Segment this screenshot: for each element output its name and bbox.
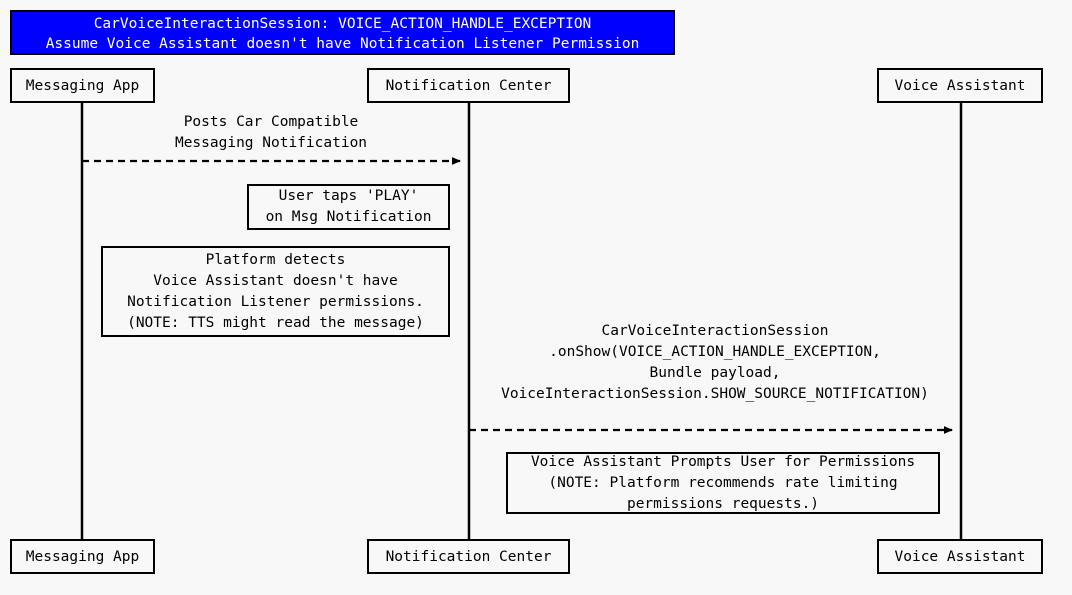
participant-head-voice-assistant-label: Voice Assistant <box>894 77 1026 94</box>
note-platform-detects-line-3: Notification Listener permissions. <box>127 293 424 310</box>
participant-head-messaging-app[interactable]: Messaging App <box>10 68 155 103</box>
note-platform-detects-line-1: Platform detects <box>205 251 346 268</box>
diagram-title: CarVoiceInteractionSession: VOICE_ACTION… <box>10 10 675 55</box>
note-user-taps-play-line-1: User taps 'PLAY' <box>278 188 419 204</box>
participant-head-notification-center-label: Notification Center <box>385 77 552 94</box>
note-prompts-user-line-2: (NOTE: Platform recommends rate limiting <box>548 474 898 491</box>
participant-foot-notification-center-label: Notification Center <box>385 548 552 565</box>
note-prompts-user-line-1: Voice Assistant Prompts User for Permiss… <box>530 453 916 470</box>
message-label-post-notification-line-1: Posts Car Compatible <box>183 114 359 130</box>
participant-foot-voice-assistant[interactable]: Voice Assistant <box>877 539 1043 574</box>
note-prompts-user-line-3: permissions requests.) <box>626 495 820 512</box>
note-platform-detects-line-4: (NOTE: TTS might read the message) <box>127 314 424 331</box>
note-user-taps-play: User taps 'PLAY' on Msg Notification <box>247 184 450 230</box>
message-label-on-show: CarVoiceInteractionSession .onShow(VOICE… <box>469 321 961 405</box>
participant-foot-messaging-app-label: Messaging App <box>25 548 140 565</box>
diagram-title-line-1: CarVoiceInteractionSession: VOICE_ACTION… <box>93 16 592 32</box>
note-platform-detects-line-2: Voice Assistant doesn't have <box>153 272 398 289</box>
message-label-on-show-line-2: .onShow(VOICE_ACTION_HANDLE_EXCEPTION, <box>549 344 881 360</box>
note-user-taps-play-line-2: on Msg Notification <box>265 209 432 225</box>
participant-head-messaging-app-label: Messaging App <box>25 77 140 94</box>
message-label-on-show-line-4: VoiceInteractionSession.SHOW_SOURCE_NOTI… <box>501 386 929 402</box>
participant-foot-voice-assistant-label: Voice Assistant <box>894 548 1026 565</box>
participant-foot-messaging-app[interactable]: Messaging App <box>10 539 155 574</box>
note-prompts-user: Voice Assistant Prompts User for Permiss… <box>506 452 940 514</box>
participant-foot-notification-center[interactable]: Notification Center <box>367 539 570 574</box>
message-label-on-show-line-1: CarVoiceInteractionSession <box>601 323 829 339</box>
note-platform-detects: Platform detects Voice Assistant doesn't… <box>101 246 450 337</box>
message-label-on-show-line-3: Bundle payload, <box>649 365 781 381</box>
diagram-title-line-2: Assume Voice Assistant doesn't have Noti… <box>45 36 640 52</box>
participant-head-notification-center[interactable]: Notification Center <box>367 68 570 103</box>
message-label-post-notification: Posts Car Compatible Messaging Notificat… <box>82 112 460 154</box>
participant-head-voice-assistant[interactable]: Voice Assistant <box>877 68 1043 103</box>
message-label-post-notification-line-2: Messaging Notification <box>174 135 368 151</box>
